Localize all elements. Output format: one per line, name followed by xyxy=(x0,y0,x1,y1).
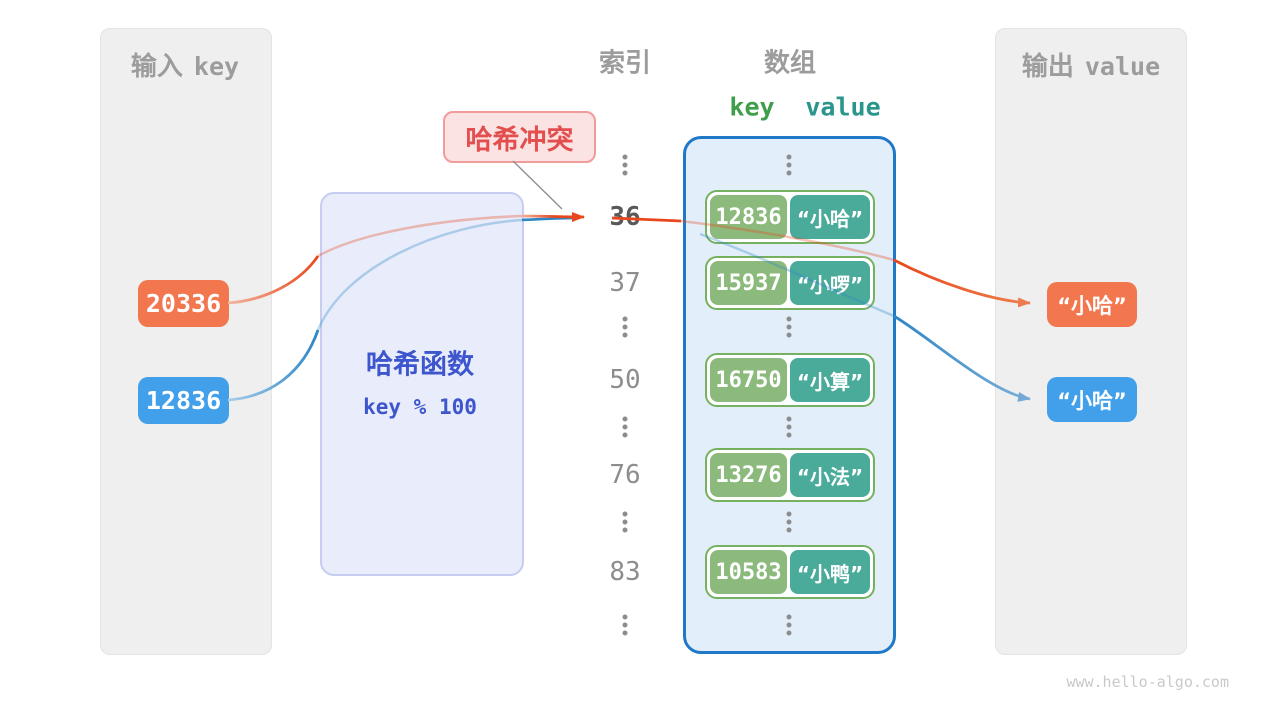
output-panel-title: 输出 value xyxy=(1022,46,1160,83)
dot xyxy=(622,416,628,422)
dot xyxy=(622,154,628,160)
output-panel-title-en: value xyxy=(1084,52,1161,81)
dot xyxy=(622,622,628,628)
ellipsis-dots xyxy=(622,316,628,338)
dot xyxy=(622,332,628,338)
index-value-36: 36 xyxy=(609,202,641,232)
array-container xyxy=(683,136,896,654)
array-key-header: key xyxy=(729,92,775,122)
arrow-index36-to-array xyxy=(611,216,682,223)
ellipsis-dots xyxy=(622,154,628,176)
input-panel xyxy=(100,28,272,655)
input-key-20336: 20336 xyxy=(138,280,229,327)
index-column-header: 索引 xyxy=(598,48,652,79)
dot xyxy=(622,614,628,620)
hash-function-title: 哈希函数 xyxy=(366,349,474,381)
dot xyxy=(622,424,628,430)
hash-collision-label: 哈希冲突 xyxy=(443,111,596,163)
dot xyxy=(622,511,628,517)
output-value-orange: “小哈” xyxy=(1047,282,1137,327)
dot xyxy=(622,527,628,533)
hash-function-formula: key % 100 xyxy=(363,395,477,419)
index-value-37: 37 xyxy=(609,268,641,298)
arrow-hash-to-index36 xyxy=(521,211,585,222)
dot xyxy=(622,630,628,636)
array-header: 数组 xyxy=(763,48,817,79)
hash-function-box xyxy=(320,192,524,576)
dot xyxy=(622,432,628,438)
ellipsis-dots xyxy=(622,511,628,533)
input-panel-title-en: key xyxy=(193,52,240,81)
ellipsis-dots xyxy=(622,416,628,438)
watermark: www.hello-algo.com xyxy=(1066,673,1229,691)
arrow-hash-exit-blue xyxy=(521,216,579,222)
index-value-76: 76 xyxy=(609,460,641,490)
dot xyxy=(622,170,628,176)
input-panel-title-zh: 输入 xyxy=(130,52,183,82)
dot xyxy=(622,324,628,330)
output-panel xyxy=(995,28,1187,655)
input-panel-title: 输入 key xyxy=(131,46,239,83)
input-key-12836: 12836 xyxy=(138,377,229,424)
output-value-blue: “小哈” xyxy=(1047,377,1137,422)
array-value-header: value xyxy=(805,92,881,122)
dot xyxy=(622,316,628,322)
dot xyxy=(622,519,628,525)
index-value-50: 50 xyxy=(609,365,641,395)
dot xyxy=(622,162,628,168)
ellipsis-dots xyxy=(622,614,628,636)
output-panel-title-zh: 输出 xyxy=(1021,52,1074,82)
index-value-83: 83 xyxy=(609,557,641,587)
